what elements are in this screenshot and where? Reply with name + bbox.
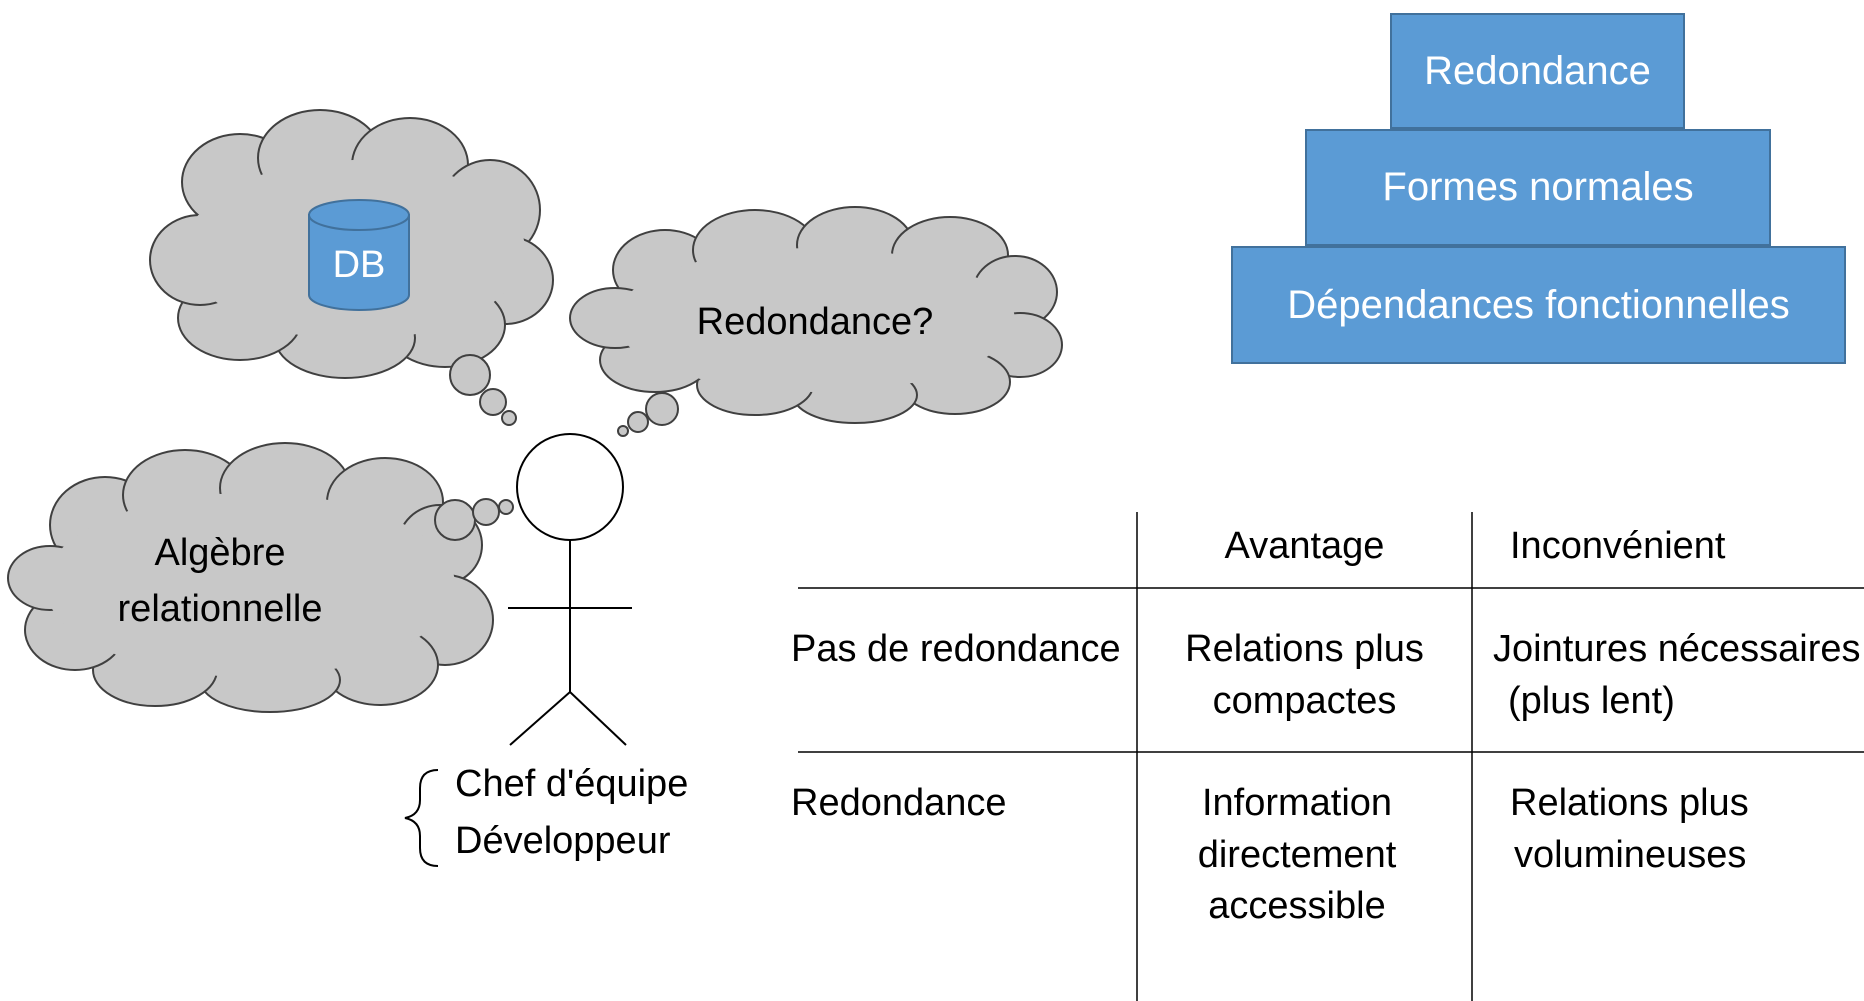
table-row-1-advantage-line-2: compactes [1212, 680, 1397, 722]
table-row-2-advantage-line-3: accessible [1208, 885, 1386, 927]
pyramid-level-normal-forms: Formes normales [1305, 129, 1771, 246]
role-team-lead: Chef d'équipe [455, 763, 689, 805]
role-developer: Développeur [455, 820, 671, 862]
database-icon [308, 199, 410, 311]
database-label: DB [332, 244, 386, 286]
table-header-advantage: Avantage [1224, 525, 1385, 567]
algebra-cloud-line-1: Algèbre [154, 532, 286, 574]
table-row-1-disadvantage-line-1: Jointures nécessaires [1493, 628, 1861, 670]
stick-figure [508, 433, 632, 746]
thought-bubbles [434, 354, 679, 541]
table-row-2-disadvantage-line-1: Relations plus [1510, 782, 1749, 824]
algebra-cloud [7, 442, 494, 713]
pyramid-level-redundancy: Redondance [1390, 13, 1685, 129]
table-row-2-advantage-line-1: Information [1201, 782, 1393, 824]
roles-brace [404, 769, 439, 867]
table-row-2-label: Redondance [791, 782, 1007, 824]
table-header-disadvantage: Inconvénient [1510, 525, 1726, 567]
table-row-2-disadvantage-line-2: volumineuses [1514, 834, 1747, 876]
table-row-1-disadvantage-line-2: (plus lent) [1508, 680, 1675, 722]
question-cloud [569, 206, 1063, 424]
table-row-1-advantage-line-1: Relations plus [1185, 628, 1424, 670]
comparison-table-grid [798, 512, 1864, 1001]
table-row-1-label: Pas de redondance [791, 628, 1121, 670]
question-cloud-label: Redondance? [696, 301, 934, 343]
pyramid-level-functional-dependencies: Dépendances fonctionnelles [1231, 246, 1846, 364]
table-row-2-advantage-line-2: directement [1197, 834, 1397, 876]
algebra-cloud-line-2: relationnelle [117, 588, 323, 630]
